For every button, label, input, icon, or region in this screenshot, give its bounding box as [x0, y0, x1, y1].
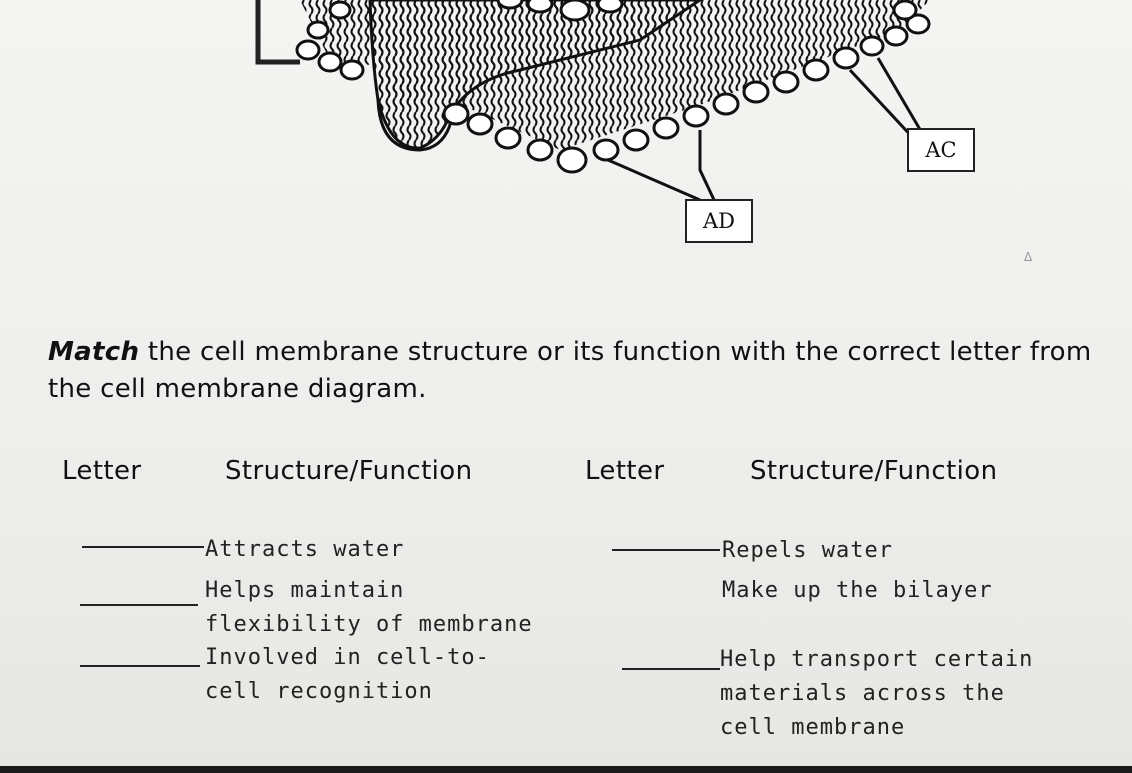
- answer-blank-right-1[interactable]: [612, 549, 720, 551]
- header-left-structure: Structure/Function: [225, 456, 473, 486]
- answer-blank-left-3[interactable]: [80, 665, 200, 667]
- right-item-2: Make up the bilayer: [722, 578, 993, 603]
- header-right-letter: Letter: [585, 456, 665, 486]
- header-right-structure: Structure/Function: [750, 456, 998, 486]
- membrane-drawing: [255, 0, 1000, 203]
- left-item-2: Helps maintain flexibility of membrane: [205, 578, 533, 637]
- instructions-text: Match the cell membrane structure or its…: [48, 334, 1108, 408]
- corner-mark: Δ: [1024, 250, 1033, 264]
- label-ac: AC: [907, 128, 975, 172]
- header-left-letter: Letter: [62, 456, 142, 486]
- right-item-3: Help transport certain materials across …: [720, 647, 1034, 740]
- left-item-1: Attracts water: [205, 537, 405, 562]
- instructions-bold-word: Match: [48, 337, 140, 367]
- right-item-1: Repels water: [722, 538, 893, 563]
- label-ad: AD: [685, 199, 753, 243]
- answer-blank-left-1[interactable]: [82, 546, 204, 548]
- bottom-edge: [0, 766, 1132, 773]
- answer-blank-left-2[interactable]: [80, 604, 198, 606]
- instructions-rest: the cell membrane structure or its funct…: [48, 337, 1092, 404]
- cell-membrane-diagram: AC AD Δ: [0, 0, 1132, 280]
- answer-blank-right-3[interactable]: [622, 668, 720, 670]
- left-item-3: Involved in cell-to-cell recognition: [205, 645, 490, 704]
